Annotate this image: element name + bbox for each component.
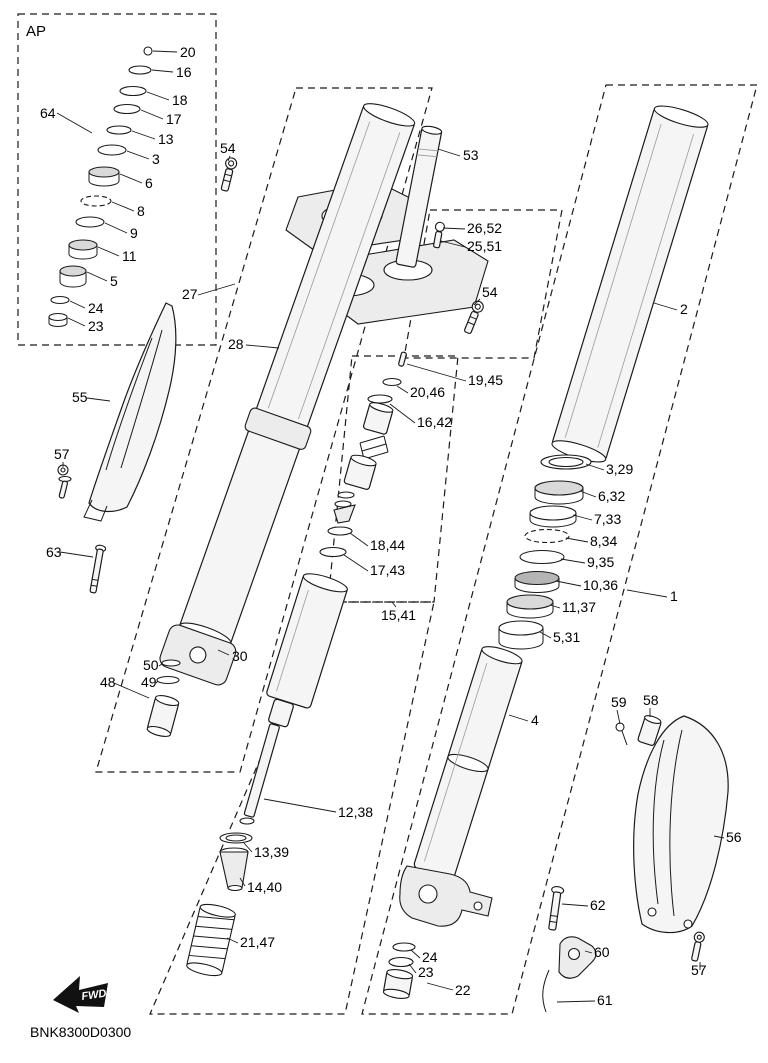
part-label-3: 3 bbox=[152, 151, 160, 167]
screw-59 bbox=[615, 722, 628, 746]
fork-guard-right bbox=[633, 715, 729, 934]
part-label-26-52: 26,52 bbox=[467, 220, 502, 236]
part-label-16: 16 bbox=[176, 64, 192, 80]
axle-bracket bbox=[399, 865, 493, 927]
part-label-6-32: 6,32 bbox=[598, 488, 625, 504]
bolt-57-left bbox=[57, 464, 72, 499]
part-label-63: 63 bbox=[46, 544, 62, 560]
part-label-64: 64 bbox=[40, 105, 56, 121]
part-label-8: 8 bbox=[137, 203, 145, 219]
part-label-57-bottom: 57 bbox=[691, 962, 707, 978]
rebound-spring bbox=[359, 435, 389, 460]
clamp-60 bbox=[558, 936, 597, 979]
fork-guard-left bbox=[83, 302, 177, 522]
part-label-58: 58 bbox=[643, 692, 659, 708]
part-label-14-40: 14,40 bbox=[247, 879, 282, 895]
bolt-62 bbox=[548, 886, 565, 931]
part-label-4: 4 bbox=[531, 712, 539, 728]
part-label-8-34: 8,34 bbox=[590, 533, 617, 549]
part-label-20: 20 bbox=[180, 44, 196, 60]
right-assembly-region bbox=[361, 84, 758, 1015]
part-label-5-31: 5,31 bbox=[553, 629, 580, 645]
part-label-62: 62 bbox=[590, 897, 606, 913]
part-label-13-39: 13,39 bbox=[254, 844, 289, 860]
part-label-30: 30 bbox=[232, 648, 248, 664]
left-assembly-region bbox=[95, 87, 433, 773]
part-label-18-44: 18,44 bbox=[370, 537, 405, 553]
part-label-60: 60 bbox=[594, 944, 610, 960]
fwd-label: FWD bbox=[81, 988, 108, 1003]
bolt-54-top bbox=[220, 157, 238, 192]
part-label-28: 28 bbox=[228, 336, 244, 352]
part-label-56: 56 bbox=[726, 829, 742, 845]
part-label-54-top: 54 bbox=[220, 140, 236, 156]
part-label-9-35: 9,35 bbox=[587, 554, 614, 570]
ap-inset-box bbox=[17, 13, 217, 346]
part-label-11-37: 11,37 bbox=[562, 599, 596, 615]
part-label-55: 55 bbox=[72, 389, 88, 405]
part-labels: AP 20 16 18 17 13 3 6 8 9 11 5 24 23 64 … bbox=[26, 23, 742, 1008]
part-label-17-43: 17,43 bbox=[370, 562, 405, 578]
part-label-50: 50 bbox=[143, 657, 159, 673]
leader-lines bbox=[56, 50, 725, 1003]
part-label-27: 27 bbox=[182, 286, 198, 302]
bolt-54-right bbox=[464, 300, 484, 334]
hose-guide-61 bbox=[542, 969, 550, 1013]
lower-fork-leg bbox=[413, 646, 523, 880]
right-fork-tube bbox=[551, 105, 709, 463]
part-label-23-ap: 23 bbox=[88, 318, 104, 334]
collar-58 bbox=[637, 715, 662, 746]
damper-region bbox=[327, 355, 459, 603]
part-label-23-bottom: 23 bbox=[418, 964, 434, 980]
bolt-63 bbox=[89, 544, 107, 594]
part-label-9: 9 bbox=[130, 225, 138, 241]
part-label-1: 1 bbox=[670, 588, 678, 604]
part-label-10-36: 10,36 bbox=[583, 577, 618, 593]
base-valve-parts bbox=[146, 659, 181, 737]
part-label-16-42: 16,42 bbox=[417, 414, 452, 430]
part-label-3-29: 3,29 bbox=[606, 461, 633, 477]
part-label-7-33: 7,33 bbox=[594, 511, 621, 527]
region-label-ap: AP bbox=[26, 23, 46, 40]
damper-internals bbox=[319, 351, 407, 558]
part-label-61: 61 bbox=[597, 992, 613, 1008]
part-label-24-bottom: 24 bbox=[422, 949, 438, 965]
part-label-57-left: 57 bbox=[54, 446, 70, 462]
bolt-57-bottom bbox=[691, 931, 705, 962]
part-label-2: 2 bbox=[680, 301, 688, 317]
part-label-20-46: 20,46 bbox=[410, 384, 445, 400]
diagram-code: BNK8300D0300 bbox=[30, 1024, 131, 1040]
part-label-13: 13 bbox=[158, 131, 174, 147]
part-label-15-41: 15,41 bbox=[381, 607, 416, 623]
part-label-17: 17 bbox=[166, 111, 182, 127]
part-label-18: 18 bbox=[172, 92, 188, 108]
bottom-axle-parts bbox=[382, 942, 416, 999]
ap-parts-stack bbox=[48, 46, 153, 327]
part-label-49: 49 bbox=[141, 674, 157, 690]
fork-inner-tube bbox=[159, 103, 416, 686]
part-label-5: 5 bbox=[110, 273, 118, 289]
part-label-6: 6 bbox=[145, 175, 153, 191]
part-label-54-right: 54 bbox=[482, 284, 498, 300]
part-label-53: 53 bbox=[463, 147, 479, 163]
steering-stem bbox=[395, 125, 443, 268]
part-label-21-47: 21,47 bbox=[240, 934, 275, 950]
screw-25-26 bbox=[433, 221, 445, 249]
part-label-19-45: 19,45 bbox=[468, 372, 503, 388]
fwd-arrow: FWD bbox=[53, 976, 108, 1013]
fork-spring bbox=[186, 903, 236, 977]
part-label-59: 59 bbox=[611, 694, 627, 710]
right-seal-stack bbox=[498, 454, 592, 650]
part-label-24-ap: 24 bbox=[88, 300, 104, 316]
part-label-25-51: 25,51 bbox=[467, 238, 502, 254]
part-label-22: 22 bbox=[455, 982, 471, 998]
part-label-48: 48 bbox=[100, 674, 116, 690]
part-label-11: 11 bbox=[122, 248, 137, 264]
damper-cartridge bbox=[239, 573, 348, 825]
part-label-12-38: 12,38 bbox=[338, 804, 373, 820]
